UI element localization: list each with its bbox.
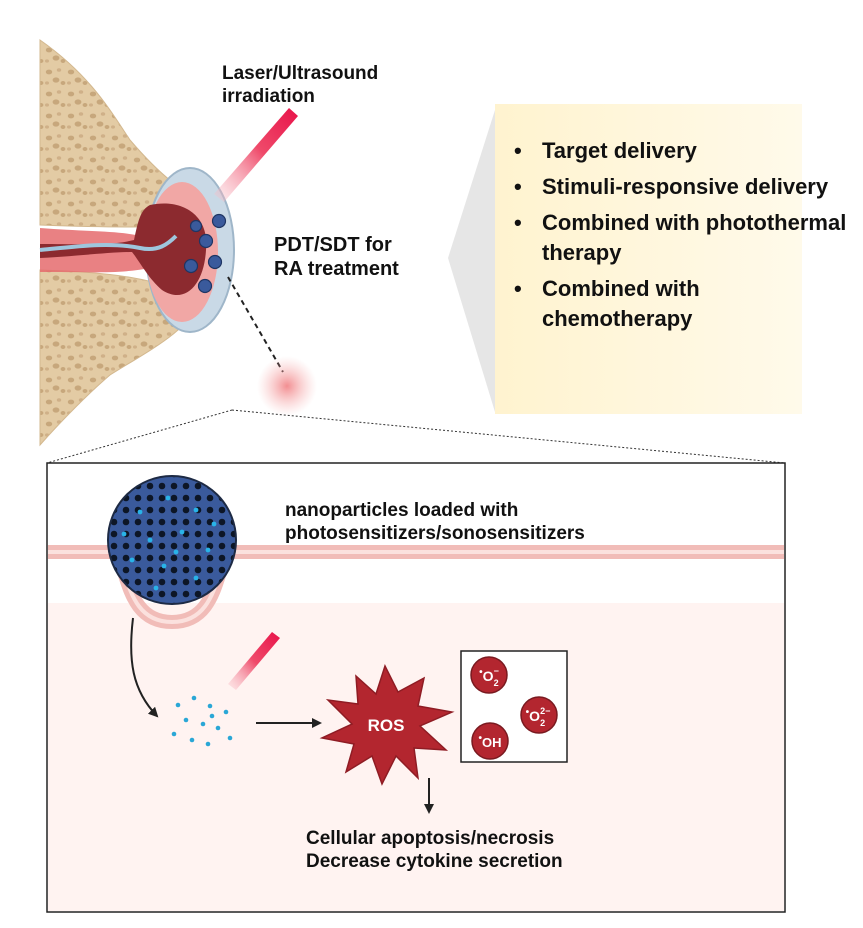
cytoplasm-area (48, 603, 784, 911)
ros-label: ROS (368, 716, 405, 735)
zoom-line-left (46, 409, 233, 464)
svg-text:•O2−: •O2− (479, 666, 499, 688)
benefit-item: Combined with photothermal therapy (510, 208, 850, 268)
treatment-label-line1: PDT/SDT for (274, 234, 392, 256)
zoom-pointer (227, 276, 284, 373)
benefits-list: Target delivery Stimuli-responsive deliv… (510, 136, 850, 340)
zoom-line-right (231, 409, 786, 464)
outcome-label: Cellular apoptosis/necrosis Decrease cyt… (306, 828, 726, 874)
ros-starburst (319, 664, 455, 786)
irradiation-label-line1: Laser/Ultrasound (222, 63, 379, 84)
joint-nanoparticles (183, 213, 227, 294)
outcome-label-line2: Decrease cytokine secretion (306, 850, 563, 872)
nanoparticle-label: nanoparticles loaded with photosensitize… (285, 500, 765, 546)
treatment-label: PDT/SDT for RA treatment (274, 233, 444, 281)
outcome-label-line1: Cellular apoptosis/necrosis (306, 828, 555, 849)
irradiation-label-line2: irradiation (222, 85, 315, 107)
lower-bone (39, 269, 201, 447)
species-superoxide: •O2− (470, 656, 508, 694)
benefit-item: Combined with chemotherapy (510, 274, 850, 334)
species-hydroxyl: •OH (471, 722, 509, 760)
svg-text:•OH: •OH (478, 733, 501, 750)
species-peroxide: •O22− (520, 696, 558, 734)
benefit-item: Stimuli-responsive delivery (510, 172, 850, 202)
inflamed-tissue (40, 203, 207, 296)
callout-pointer (448, 110, 495, 412)
svg-text:•O22−: •O22− (526, 706, 551, 728)
porous-nanoparticle (108, 476, 236, 604)
released-sensitizers (171, 695, 233, 747)
loaded-sensitizers (121, 495, 217, 591)
nanoparticle-label-line1: nanoparticles loaded with (285, 500, 519, 521)
benefit-item: Target delivery (510, 136, 850, 166)
zoom-spot (257, 356, 317, 416)
nanoparticle-label-line2: photosensitizers/sonosensitizers (285, 522, 585, 544)
treatment-label-line2: RA treatment (274, 258, 399, 280)
release-arrow (130, 617, 159, 718)
laser-beam-small (228, 632, 280, 690)
vessel (39, 234, 178, 252)
irradiation-label: Laser/Ultrasound irradiation (222, 63, 482, 109)
laser-beam (214, 108, 298, 202)
